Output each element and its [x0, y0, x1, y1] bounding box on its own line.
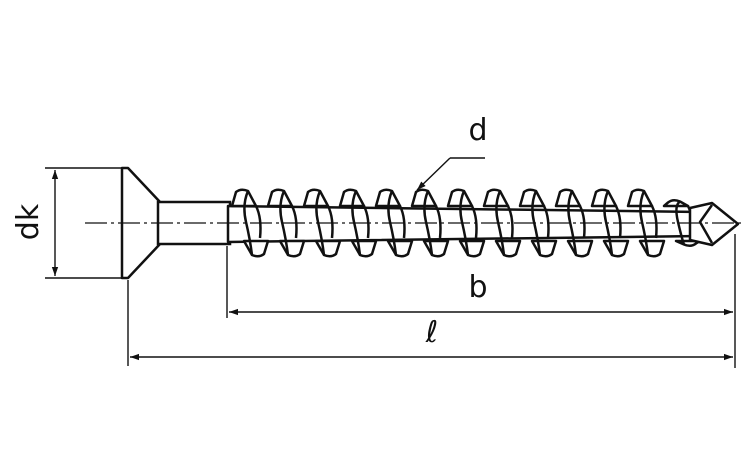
dimension-l: [127, 280, 733, 366]
thread-flank-line: [614, 205, 622, 239]
thread-helix-line: [495, 190, 506, 256]
thread-flank-line: [542, 205, 550, 239]
thread-flank-line: [290, 205, 298, 239]
thread-flank-line: [326, 205, 334, 239]
dimension-d-leader: [416, 157, 485, 191]
thread-flank-line: [470, 205, 478, 239]
screw-tip: [688, 201, 740, 247]
thread-crest-bottom: [638, 239, 666, 258]
thread-crest-bottom: [458, 239, 486, 258]
thread-flank-line: [506, 205, 514, 239]
thread-helix-line: [603, 190, 614, 256]
thread-helix-line: [639, 190, 650, 256]
thread-crest-bottom: [566, 239, 594, 258]
thread-crest-bottom: [314, 239, 342, 258]
thread-flank-line: [434, 205, 442, 239]
thread-helix-line: [675, 200, 686, 245]
thread-helix-line: [459, 190, 470, 256]
label-l: ℓ: [425, 315, 438, 350]
thread-crest-bottom: [530, 239, 558, 258]
thread-crest-bottom: [422, 239, 450, 258]
thread-helix-line: [423, 190, 434, 256]
dimension-dk: [45, 167, 122, 279]
thread-helix-line: [531, 190, 542, 256]
thread-helix-line: [351, 190, 362, 256]
screw-threads: [230, 188, 702, 258]
thread-helix-line: [567, 190, 578, 256]
thread-helix-line: [243, 190, 254, 256]
label-dk: dk: [11, 203, 46, 240]
thread-crest-bottom: [602, 239, 630, 258]
thread-crest-bottom: [386, 239, 414, 258]
screw-thread-core: [226, 204, 737, 244]
thread-flank-line: [362, 205, 370, 239]
thread-crest-bottom: [242, 239, 270, 258]
thread-helix-line: [387, 190, 398, 256]
thread-flank-line: [254, 205, 262, 239]
label-b: b: [468, 270, 487, 305]
thread-flank-line: [650, 205, 658, 239]
dimension-b: [226, 234, 736, 368]
thread-crest-bottom: [494, 239, 522, 258]
label-d: d: [468, 113, 487, 148]
thread-helix-line: [279, 190, 290, 256]
thread-flank-line: [398, 205, 406, 239]
thread-crest-bottom: [278, 239, 306, 258]
thread-helix-line: [315, 190, 326, 256]
thread-crest-bottom: [350, 239, 378, 258]
thread-flank-line: [578, 205, 586, 239]
